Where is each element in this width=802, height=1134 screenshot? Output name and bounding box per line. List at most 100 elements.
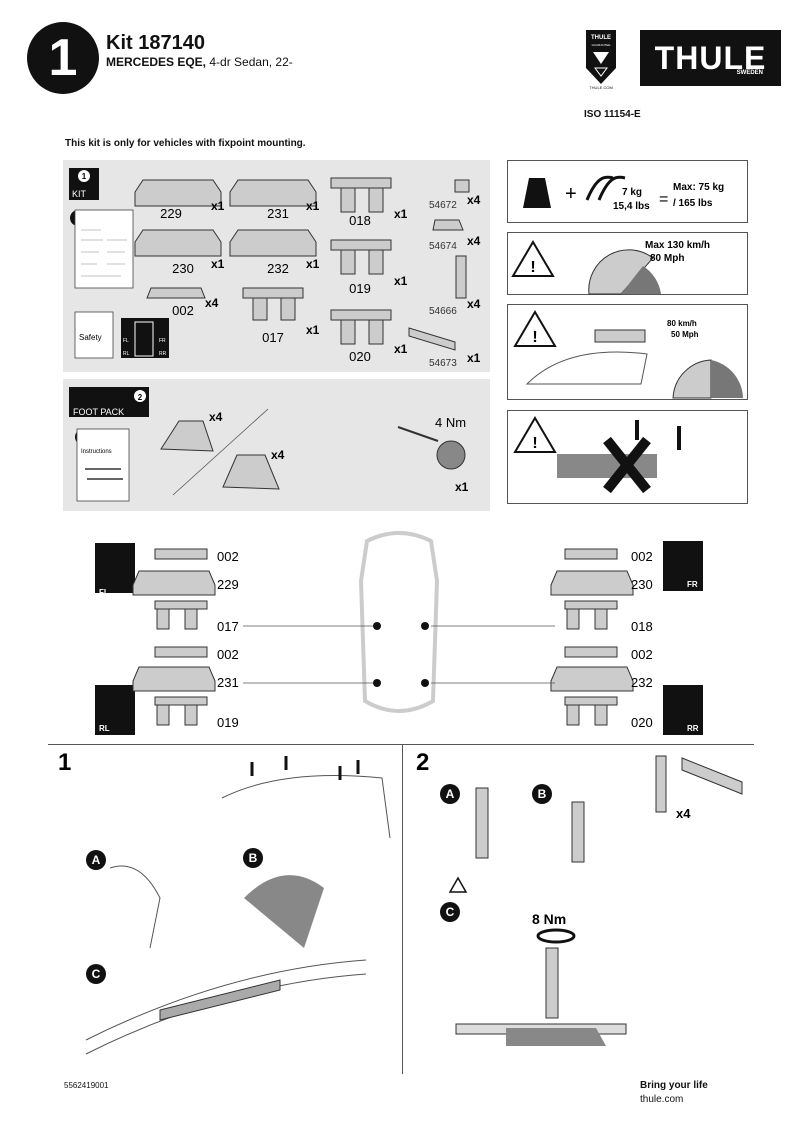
pad-232-icon	[229, 229, 317, 257]
guarantee-sub: GUARANTEE	[592, 43, 611, 47]
part-qty: x1	[211, 257, 225, 271]
part-qty: x1	[211, 199, 225, 213]
stack-rr-icon	[550, 646, 634, 726]
part-code: 231	[267, 206, 289, 221]
kit-panel-illustrations: 1 KIT 1 Safety FL FR RL RR 229 x1 231 x1…	[69, 168, 481, 369]
roof-rail-icon	[85, 959, 367, 1055]
pad-231-icon	[229, 179, 317, 207]
speed-mph: 80 Mph	[650, 253, 684, 264]
small-part-code: 54666	[429, 306, 457, 317]
part-qty: x1	[394, 207, 408, 221]
warning-triangle-icon	[511, 240, 555, 277]
plus-sign: +	[565, 183, 577, 205]
warning-triangle-icon	[448, 876, 468, 893]
brand-name: THULE	[654, 39, 767, 76]
stack-fl-icon	[132, 548, 216, 630]
part-code: 017	[262, 330, 284, 345]
kit-label: KIT	[72, 189, 87, 199]
fl-bar: 229	[217, 577, 239, 592]
cleaning-hand-icon	[109, 865, 161, 949]
step1-a: A	[92, 853, 101, 867]
rl-top: 002	[217, 647, 239, 662]
fr-bar: 230	[631, 577, 653, 592]
equals-sign: =	[659, 191, 668, 208]
small-part-code: 54672	[429, 200, 457, 211]
brand-url[interactable]: thule.com	[640, 1094, 684, 1105]
speedometer-icon	[588, 249, 654, 295]
safety-booklet-icon	[74, 311, 114, 359]
step2-c: C	[446, 905, 455, 919]
foot-qty: x4	[209, 410, 223, 424]
part-54673-icon	[408, 327, 456, 351]
foot-icon	[160, 420, 214, 452]
fr-top: 002	[631, 549, 653, 564]
torque-key-icon	[397, 426, 439, 442]
car-with-load-icon	[525, 351, 648, 385]
up-arrow-icon	[635, 420, 681, 450]
max-load-lbs: / 165 lbs	[673, 198, 713, 209]
corner-rr: RR	[687, 724, 699, 733]
foot-pack-label: FOOT PACK	[73, 407, 124, 417]
document-code: 5562419001	[64, 1081, 109, 1090]
prohibited-x-icon	[603, 436, 651, 494]
no-lift-illustration: !	[513, 416, 681, 494]
bracket-020-icon	[330, 309, 392, 345]
car-top-view-icon	[358, 531, 440, 713]
card-rl: RL	[123, 351, 130, 357]
part-qty: x1	[394, 274, 408, 288]
weight-kg: 7 kg	[622, 187, 642, 198]
step1-illustration: 1 A B C	[58, 749, 391, 1055]
section-divider	[48, 744, 754, 745]
plate-icon	[681, 757, 743, 795]
part-code: 019	[349, 281, 371, 296]
step2-a: A	[446, 787, 455, 801]
safety-label: Safety	[79, 333, 102, 342]
instructions-label: Instructions	[81, 449, 112, 455]
stack-fr-icon	[550, 548, 634, 630]
card-rr: RR	[159, 351, 167, 357]
thule-logo: THULE SWEDEN	[640, 30, 781, 86]
cloth-icon	[244, 875, 324, 948]
down-arrow-icon	[250, 756, 360, 780]
rr-bracket: 020	[631, 715, 653, 730]
part-002-icon	[146, 287, 206, 299]
step1-num: 1	[58, 749, 71, 776]
part-54674-icon	[432, 219, 464, 231]
part-code: 020	[349, 349, 371, 364]
part-qty: x1	[306, 257, 320, 271]
card-fr: FR	[159, 338, 166, 344]
bolt-icon	[475, 787, 489, 859]
warning-triangle-icon	[513, 416, 557, 453]
speed-illustration: ! Max 130 km/h 80 Mph	[511, 240, 710, 295]
kit-badge-num: 1	[82, 172, 87, 181]
brand-sub: SWEDEN	[736, 70, 763, 76]
part-qty: x1	[394, 342, 408, 356]
column-divider	[402, 744, 403, 1074]
part-qty: x1	[306, 323, 320, 337]
load-illustration: + 7 kg 15,4 lbs = Max: 75 kg / 165 lbs	[523, 175, 724, 212]
svg-text:!: !	[532, 329, 537, 346]
stack-rl-icon	[132, 646, 216, 726]
car-roof-icon	[221, 775, 391, 839]
rl-bracket: 019	[217, 715, 239, 730]
roof-load-icon	[557, 454, 657, 478]
part-code: 229	[160, 206, 182, 221]
vehicle-make: MERCEDES EQE,	[106, 55, 207, 69]
svg-text:!: !	[530, 259, 535, 276]
foot-qty: x4	[271, 448, 285, 462]
weight-lbs: 15,4 lbs	[613, 201, 650, 212]
bracket-018-icon	[330, 177, 392, 213]
svg-text:!: !	[532, 435, 537, 452]
torque-value: 4 Nm	[435, 415, 466, 430]
step1-c: C	[92, 967, 101, 981]
part-qty: x4	[205, 296, 219, 310]
corner-fr: FR	[687, 580, 698, 589]
part-code: 002	[172, 303, 194, 318]
bracket-019-icon	[330, 239, 392, 275]
part-code: 232	[267, 261, 289, 276]
part-54672-icon	[454, 179, 470, 193]
vehicle-desc: 4-dr Sedan, 22-	[209, 55, 293, 69]
fixpoint-notice: This kit is only for vehicles with fixpo…	[65, 138, 306, 149]
bolt-icon	[571, 801, 585, 863]
step2-illustration: 2 A B x4 C 8 Nm	[416, 749, 743, 1046]
